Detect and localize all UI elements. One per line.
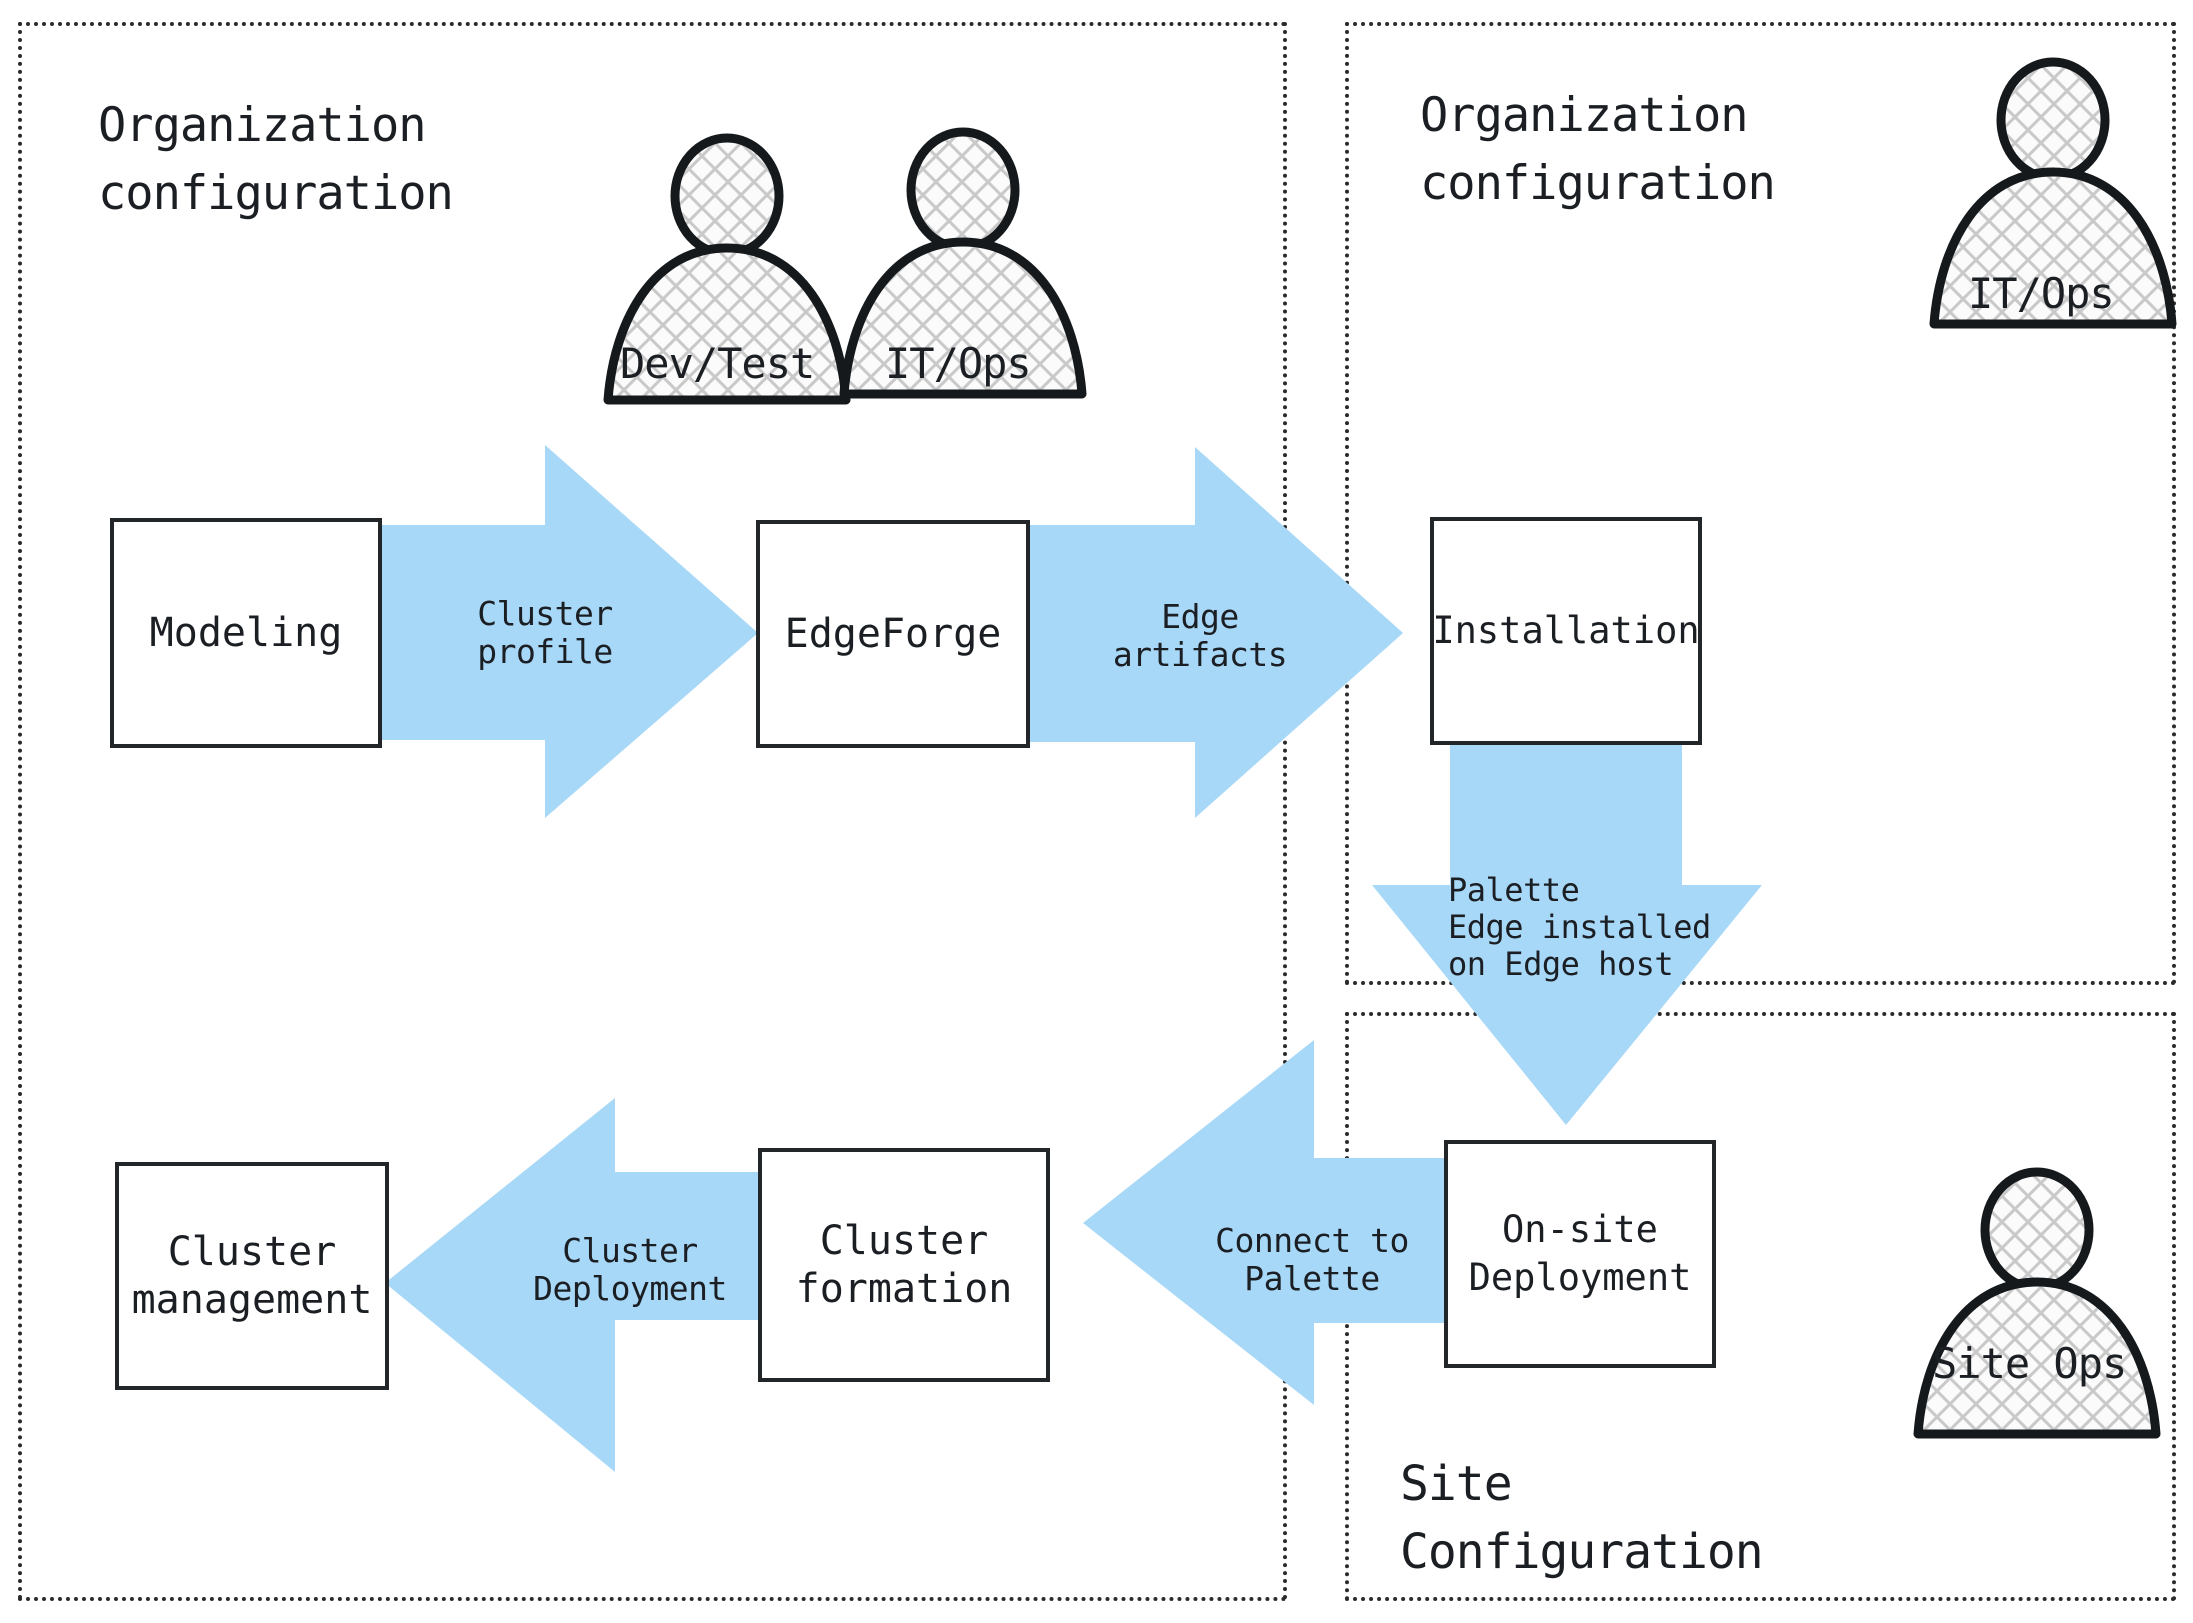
person-icon (603, 133, 851, 405)
actor-label-it-ops-right: IT/Ops (1968, 269, 2115, 318)
panel-title-organization-right: Organization configuration (1420, 88, 1776, 211)
arrow-label-connect-to-palette: Connect to Palette (1215, 1221, 1409, 1298)
node-onsite-deployment[interactable]: On-site Deployment (1444, 1140, 1716, 1368)
person-icon (1929, 57, 2177, 329)
node-onsite-deployment-label: On-site Deployment (1468, 1208, 1692, 1299)
actor-label-dev-test: Dev/Test (620, 339, 815, 388)
arrow-label-cluster-deployment: Cluster Deployment (533, 1231, 727, 1308)
node-installation-label: Installation (1432, 609, 1700, 652)
node-cluster-formation-label: Cluster formation (795, 1218, 1013, 1312)
arrow-palette-edge (1372, 742, 1762, 1125)
swimlane-organization-left (18, 22, 1287, 1601)
node-edgeforge-label: EdgeForge (784, 611, 1002, 657)
panel-title-site-configuration: Site Configuration (1400, 1456, 1764, 1580)
arrow-edge-artifacts (1026, 447, 1403, 818)
node-cluster-management[interactable]: Cluster management (115, 1162, 389, 1390)
node-cluster-management-label: Cluster management (131, 1229, 373, 1323)
node-edgeforge[interactable]: EdgeForge (756, 520, 1030, 748)
swimlane-organization-right (1345, 22, 2176, 985)
person-icon (839, 127, 1087, 399)
actor-label-it-ops-left: IT/Ops (885, 339, 1032, 388)
arrow-label-edge-artifacts: Edge artifacts (1112, 597, 1288, 674)
node-cluster-formation[interactable]: Cluster formation (758, 1148, 1050, 1382)
person-icon (1913, 1167, 2161, 1439)
panel-title-organization-left: Organization configuration (98, 98, 454, 221)
arrow-label-palette-edge-installed: Palette Edge installed on Edge host (1448, 871, 1711, 983)
node-modeling-label: Modeling (149, 610, 343, 656)
actor-label-site-ops: Site Ops (1932, 1339, 2127, 1388)
node-modeling[interactable]: Modeling (110, 518, 382, 748)
arrow-cluster-deployment (385, 1098, 760, 1472)
node-installation[interactable]: Installation (1430, 517, 1702, 745)
arrow-label-cluster-profile: Cluster profile (477, 594, 613, 671)
arrow-connect-palette (1083, 1040, 1452, 1405)
arrow-cluster-profile (378, 445, 758, 818)
